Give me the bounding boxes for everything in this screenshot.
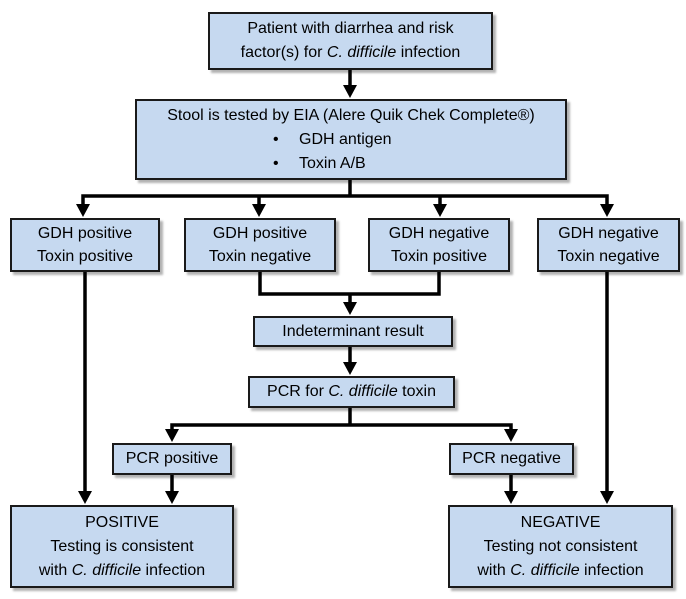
arrowhead-to-gdh-neg-toxin-neg: [600, 204, 614, 217]
node-gdh-positive-toxin-positive: GDH positive Toxin positive: [10, 218, 160, 272]
bullet-label: Toxin A/B: [299, 154, 366, 172]
arrowhead-to-gdh-pos-toxin-neg: [252, 204, 266, 217]
node-gdh-negative-toxin-negative: GDH negative Toxin negative: [537, 218, 680, 272]
bullet-item-gdh-antigen: • GDH antigen: [273, 128, 559, 152]
arrowhead-to-pcr-positive: [165, 429, 179, 442]
bullet-icon: •: [273, 130, 279, 148]
arrowhead-left-to-positive: [78, 491, 92, 504]
node-indeterminant-result: Indeterminant result: [253, 316, 453, 347]
node-label: PCR for C. difficile toxin: [267, 383, 436, 400]
arrowhead-to-indeterminant: [343, 302, 357, 315]
node-positive-result: POSITIVE Testing is consistent with C. d…: [10, 505, 234, 588]
node-eia-bullet-list: • GDH antigen • Toxin A/B: [143, 128, 559, 176]
node-label: Indeterminant result: [282, 322, 424, 340]
node-pcr-test: PCR for C. difficile toxin: [248, 376, 455, 408]
node-label: GDH negative Toxin negative: [557, 224, 660, 265]
arrowhead-to-pcr-negative: [504, 429, 518, 442]
node-label: NEGATIVE Testing not consistent with C. …: [477, 513, 644, 579]
node-patient: Patient with diarrhea and risk factor(s)…: [208, 12, 493, 70]
arrow-pcr-branch: [170, 406, 513, 432]
node-negative-result: NEGATIVE Testing not consistent with C. …: [448, 505, 673, 588]
arrowhead-to-pcr: [343, 362, 357, 375]
node-label: PCR positive: [125, 450, 219, 467]
node-pcr-negative: PCR negative: [449, 443, 574, 475]
arrow-merge-to-indeterminant: [258, 270, 441, 304]
arrowhead-pcrpos-to-positive: [165, 491, 179, 504]
arrowhead-patient-to-eia: [343, 85, 357, 98]
node-patient-label: Patient with diarrhea and risk factor(s)…: [240, 20, 461, 61]
node-eia-title: Stool is tested by EIA (Alere Quik Chek …: [167, 106, 535, 124]
node-pcr-positive: PCR positive: [112, 443, 232, 475]
node-gdh-negative-toxin-positive: GDH negative Toxin positive: [368, 218, 510, 272]
node-label: GDH positive Toxin negative: [208, 224, 312, 265]
bullet-item-toxin-ab: • Toxin A/B: [273, 152, 559, 176]
node-eia-test: Stool is tested by EIA (Alere Quik Chek …: [135, 99, 567, 180]
arrow-eia-to-results: [81, 178, 609, 207]
node-gdh-positive-toxin-negative: GDH positive Toxin negative: [184, 218, 336, 272]
bullet-label: GDH antigen: [299, 130, 392, 148]
arrowhead-pcrneg-to-negative: [504, 491, 518, 504]
bullet-icon: •: [273, 154, 279, 172]
node-label: POSITIVE Testing is consistent with C. d…: [38, 513, 206, 579]
arrowhead-right-to-negative: [600, 491, 614, 504]
arrowhead-to-gdh-neg-toxin-pos: [433, 204, 447, 217]
node-label: GDH positive Toxin positive: [36, 224, 134, 265]
node-label: PCR negative: [462, 450, 561, 467]
arrowhead-to-gdh-pos-toxin-pos: [76, 204, 90, 217]
node-label: GDH negative Toxin positive: [388, 224, 490, 265]
